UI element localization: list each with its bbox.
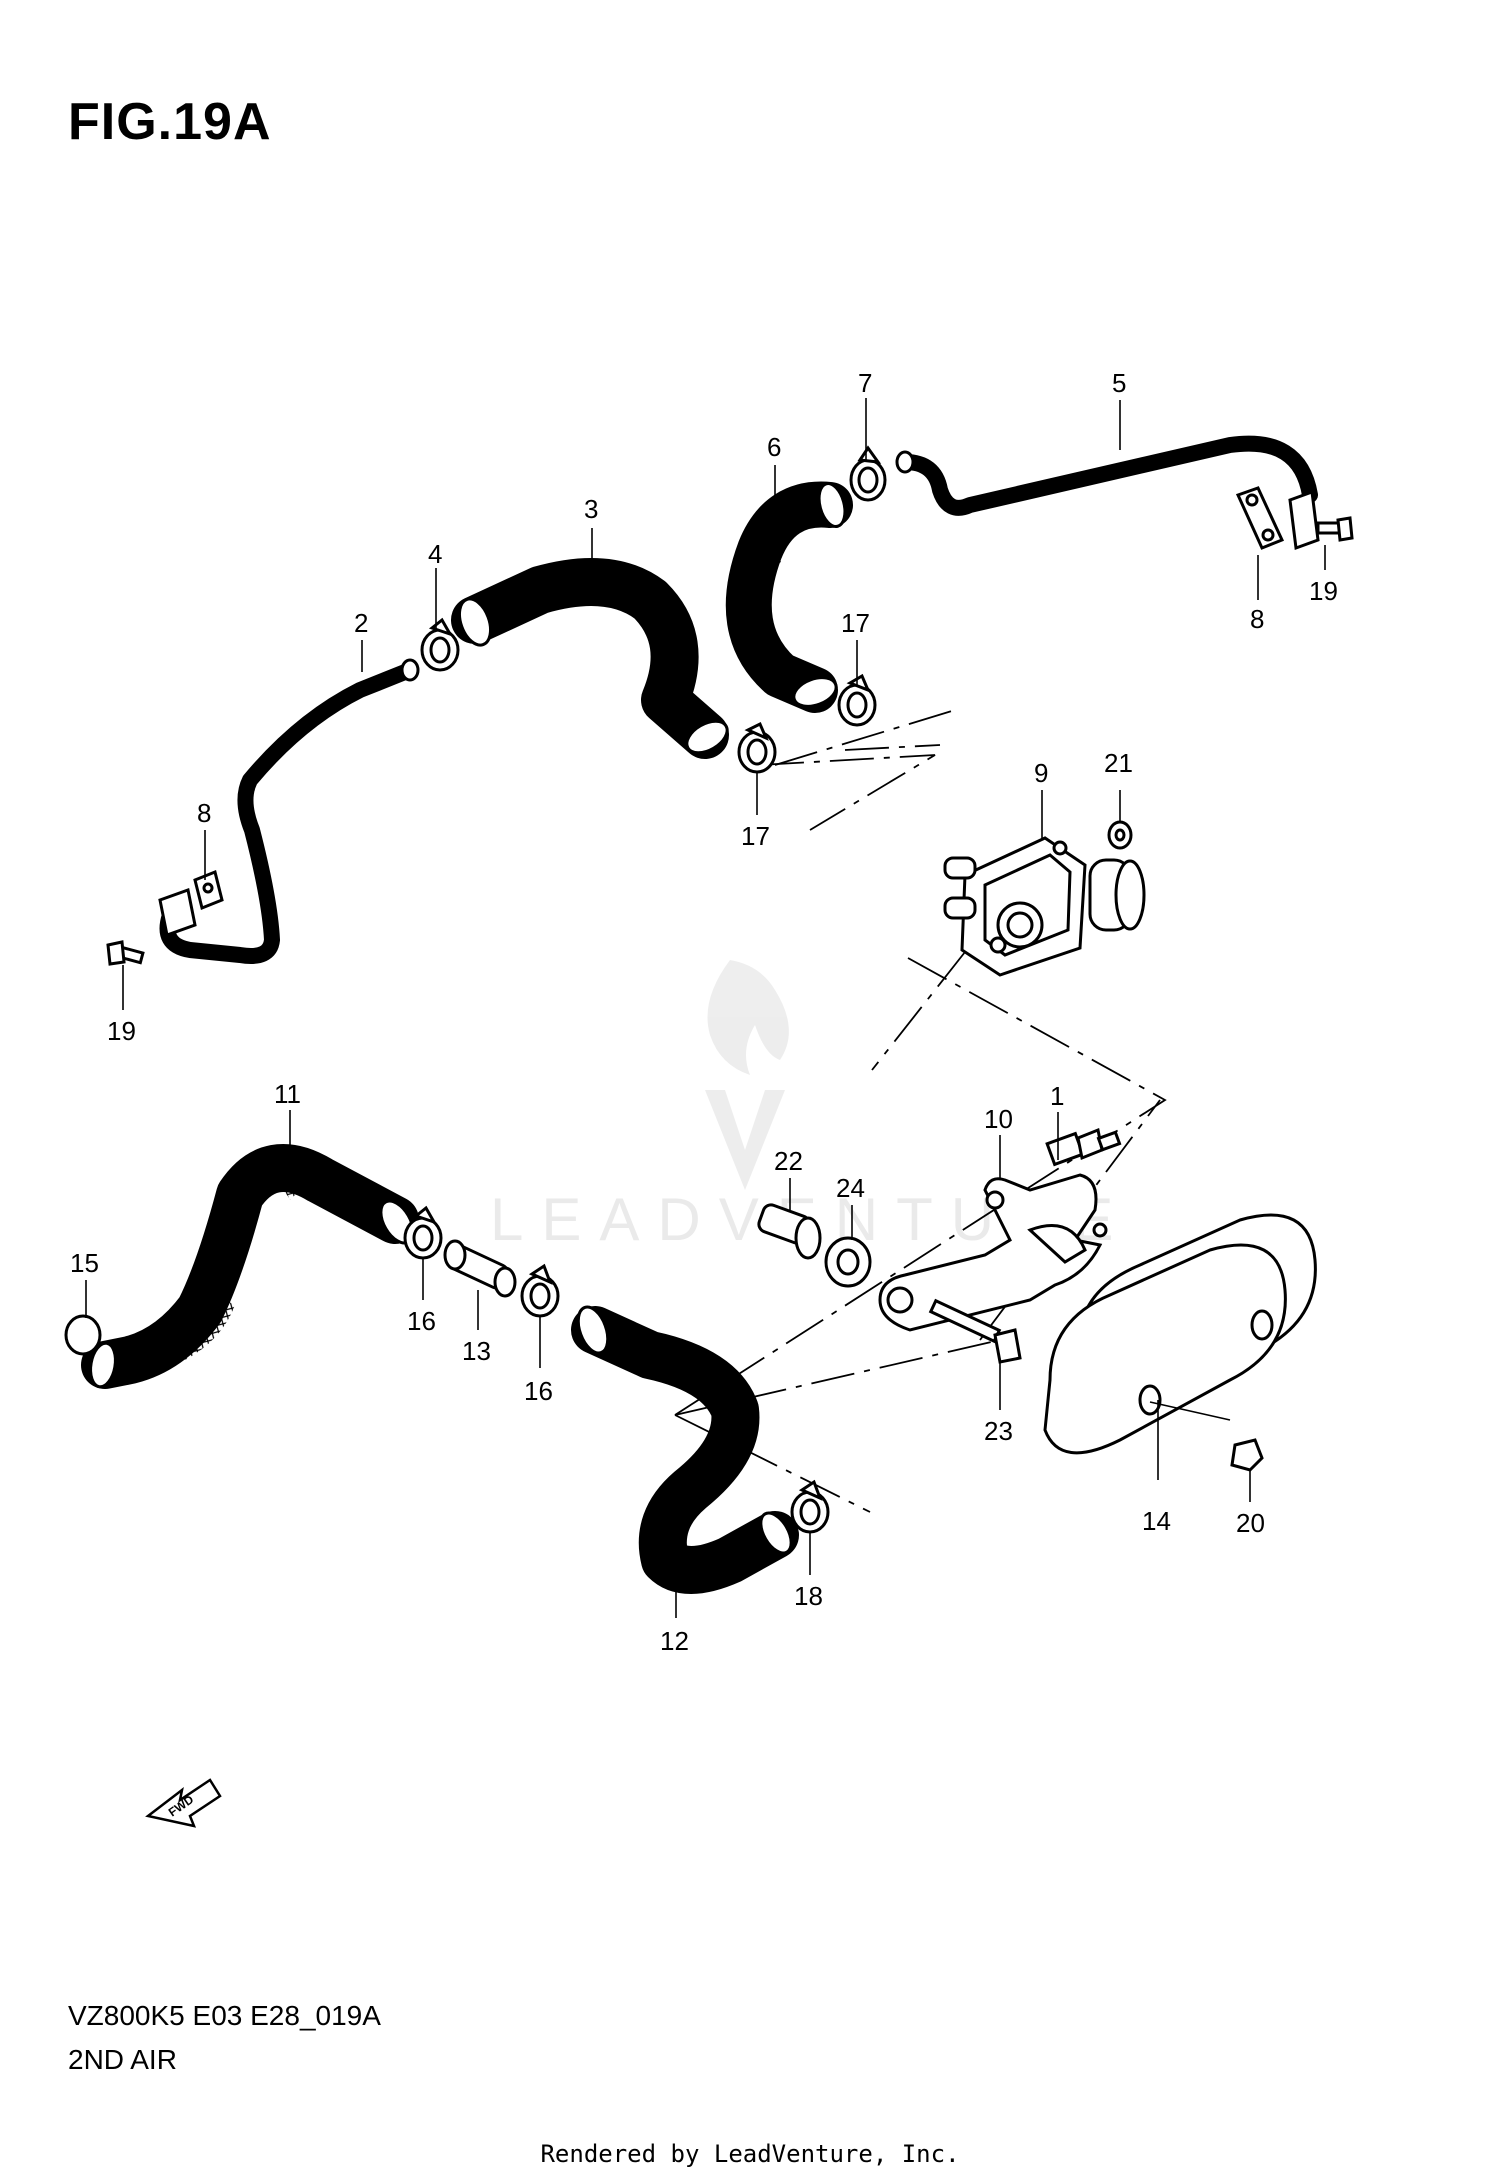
part-2-pipe	[159, 658, 420, 964]
callout-3: 3	[584, 494, 598, 524]
part-13-joint	[443, 1239, 517, 1298]
callout-21: 21	[1104, 748, 1133, 778]
callout-4: 4	[428, 539, 442, 569]
callout-11: 11	[274, 1079, 301, 1109]
part-16-clamp-right	[520, 1263, 560, 1318]
callout-8-left: 8	[197, 798, 211, 828]
part-16-clamp-left	[403, 1205, 443, 1260]
callout-2: 2	[354, 608, 368, 638]
part-4-clamp	[420, 617, 460, 672]
callout-7: 7	[858, 368, 872, 398]
callout-13: 13	[462, 1336, 491, 1366]
callout-12: 12	[660, 1626, 689, 1656]
callout-5: 5	[1112, 368, 1126, 398]
part-1-switch	[1045, 1127, 1122, 1167]
part-22-collar	[757, 1203, 822, 1260]
part-20-nut	[1230, 1438, 1264, 1472]
part-19-bolt-left	[106, 940, 145, 966]
part-17-clamp-lower	[737, 721, 777, 774]
callout-16-right: 16	[524, 1376, 553, 1406]
part-5-pipe	[895, 435, 1318, 516]
callout-16-left: 16	[407, 1306, 436, 1336]
callout-17-lower: 17	[741, 821, 770, 851]
callout-8-right: 8	[1250, 604, 1264, 634]
part-14-cover	[1043, 1213, 1317, 1455]
callout-15: 15	[70, 1248, 99, 1278]
part-21-washer	[1107, 820, 1133, 850]
part-12-hose	[571, 1305, 799, 1594]
callout-14: 14	[1142, 1506, 1171, 1536]
callout-labels: 1 2 3 4 5 6 7 8 8 9 10 11 12 13 14 15 16…	[70, 368, 1338, 1656]
callout-6: 6	[767, 432, 781, 462]
part-19-bolt-right	[1316, 516, 1354, 542]
figure-title: FIG.19A	[68, 93, 272, 151]
callout-17-upper: 17	[841, 608, 870, 638]
part-24-grommet	[824, 1236, 872, 1288]
callout-1: 1	[1050, 1081, 1064, 1111]
callout-10: 10	[984, 1104, 1013, 1134]
section-name: 2ND AIR	[68, 2044, 177, 2075]
part-15-cap	[64, 1314, 102, 1356]
model-code: VZ800K5 E03 E28_019A	[68, 2000, 381, 2031]
render-footer: Rendered by LeadVenture, Inc.	[540, 2140, 960, 2168]
part-10-bracket	[878, 1173, 1108, 1332]
part-8-bracket-right	[1235, 486, 1320, 551]
part-8-bracket-left	[158, 869, 224, 937]
part-6-hose	[725, 481, 853, 713]
part-9-valve	[943, 836, 1146, 977]
callout-19-left: 19	[107, 1016, 136, 1046]
part-18-clamp	[790, 1479, 830, 1534]
part-23-bolt	[928, 1298, 1022, 1364]
part-11-hose	[81, 1144, 419, 1389]
callout-9: 9	[1034, 758, 1048, 788]
part-3-hose	[451, 558, 729, 759]
callout-23: 23	[984, 1416, 1013, 1446]
callout-24: 24	[836, 1173, 865, 1203]
leader-lines	[85, 398, 1326, 1618]
callout-19-right: 19	[1309, 576, 1338, 606]
callout-22: 22	[774, 1146, 803, 1176]
fwd-arrow-icon: FWD	[145, 1778, 222, 1828]
callout-18: 18	[794, 1581, 823, 1611]
part-7-clamp	[849, 445, 887, 502]
callout-20: 20	[1236, 1508, 1265, 1538]
part-17-clamp-upper	[837, 673, 877, 727]
